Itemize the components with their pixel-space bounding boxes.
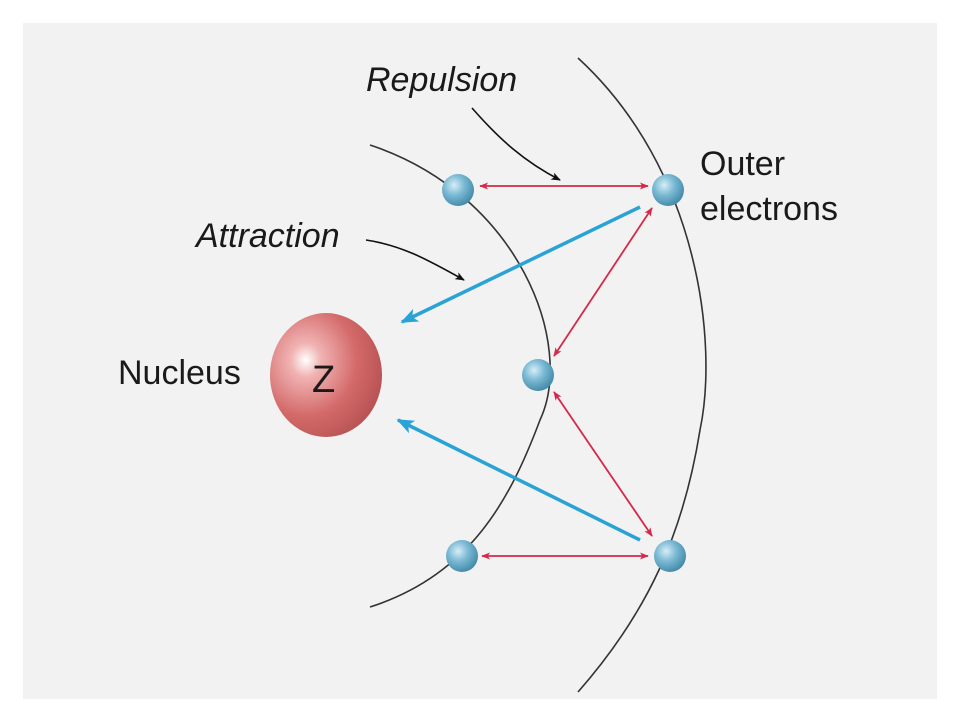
- outer-shell-arc: [577, 57, 707, 693]
- repulsion-pointer-arrow: [471, 107, 561, 181]
- electron-inner-bottom: [446, 540, 478, 572]
- repulsion-arrow-middle-to-outer: [553, 391, 653, 537]
- nucleus-label: Nucleus: [118, 354, 241, 392]
- nucleus-symbol: Z: [312, 359, 335, 401]
- electron-inner-top: [442, 174, 474, 206]
- attraction-pointer-arrow: [365, 239, 465, 281]
- outer-electrons-label-line1: Outer: [700, 145, 785, 183]
- repulsion-label: Repulsion: [366, 61, 517, 99]
- electron-inner-middle: [522, 359, 554, 391]
- outer-electrons-label-line2: electrons: [700, 190, 838, 228]
- electron-outer-bottom: [654, 540, 686, 572]
- repulsion-arrow-outer-to-middle: [553, 207, 653, 357]
- diagram-background: [23, 23, 937, 699]
- nucleus: [270, 313, 382, 437]
- attraction-label: Attraction: [194, 217, 340, 255]
- electron-outer-top: [652, 174, 684, 206]
